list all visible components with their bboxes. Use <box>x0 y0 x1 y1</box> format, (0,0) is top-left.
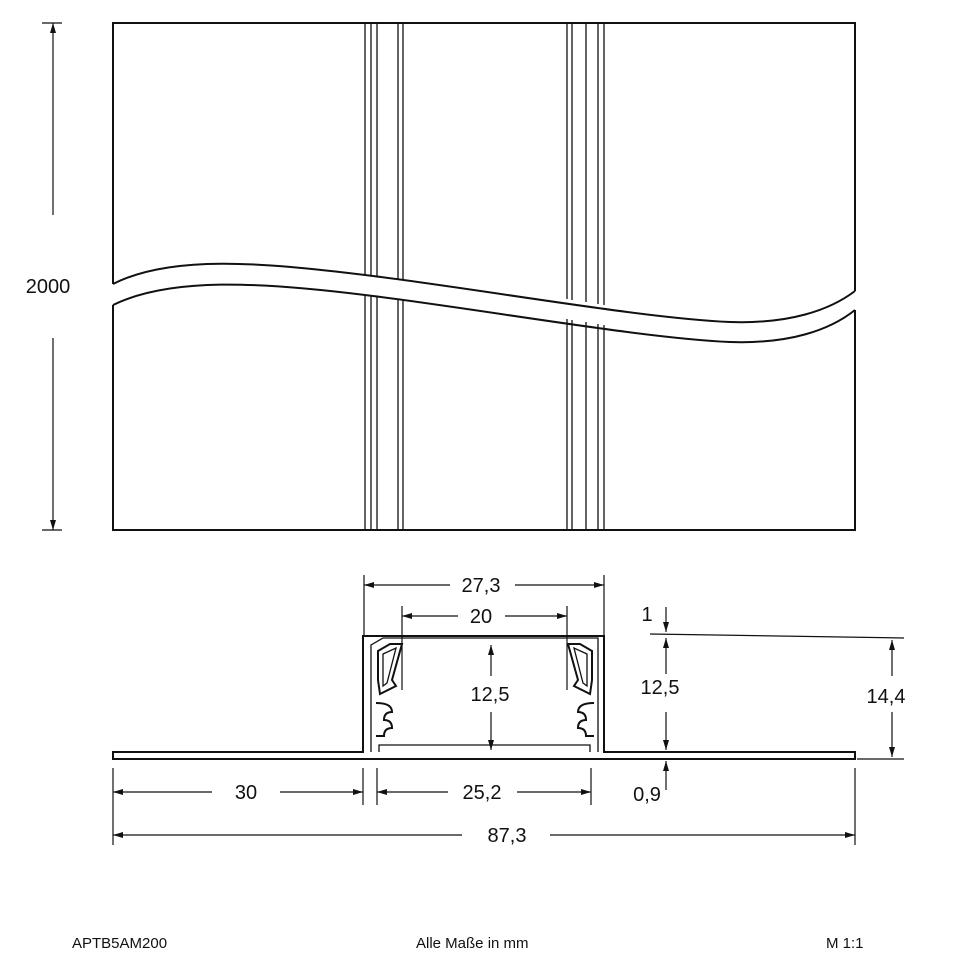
total-height-label: 14,4 <box>867 686 906 708</box>
length-dimension: 2000 <box>26 22 71 531</box>
base-thickness-dimension: 0,9 <box>633 761 669 806</box>
scale-label: M 1:1 <box>826 935 864 952</box>
inner-width-label: 20 <box>470 606 492 628</box>
outer-width-label: 27,3 <box>462 575 501 597</box>
base-thickness-label: 0,9 <box>633 784 661 806</box>
total-width-label: 87,3 <box>488 825 527 847</box>
article-number: APTB5AM200 <box>72 935 168 952</box>
flange-label: 30 <box>235 782 257 804</box>
channel-height-label: 12,5 <box>641 677 680 699</box>
profile-top-view <box>112 22 856 531</box>
top-wall-dimension: 1 <box>641 604 905 639</box>
base-width-dimension: 25,2 <box>376 768 592 805</box>
length-label: 2000 <box>26 276 71 298</box>
profile-cross-section <box>112 635 856 760</box>
inner-height-dimension: 12,5 <box>471 645 510 750</box>
top-wall-label: 1 <box>641 604 652 626</box>
base-width-label: 25,2 <box>463 782 502 804</box>
channel-height-dimension: 12,5 <box>641 638 680 750</box>
outer-width-dimension: 27,3 <box>363 575 605 636</box>
flange-dimension: 30 <box>112 768 364 845</box>
units-note: Alle Maße in mm <box>416 935 529 952</box>
inner-width-dimension: 20 <box>401 606 568 690</box>
total-height-dimension: 14,4 <box>857 640 906 760</box>
total-width-dimension: 87,3 <box>113 768 856 847</box>
inner-height-label: 12,5 <box>471 684 510 706</box>
